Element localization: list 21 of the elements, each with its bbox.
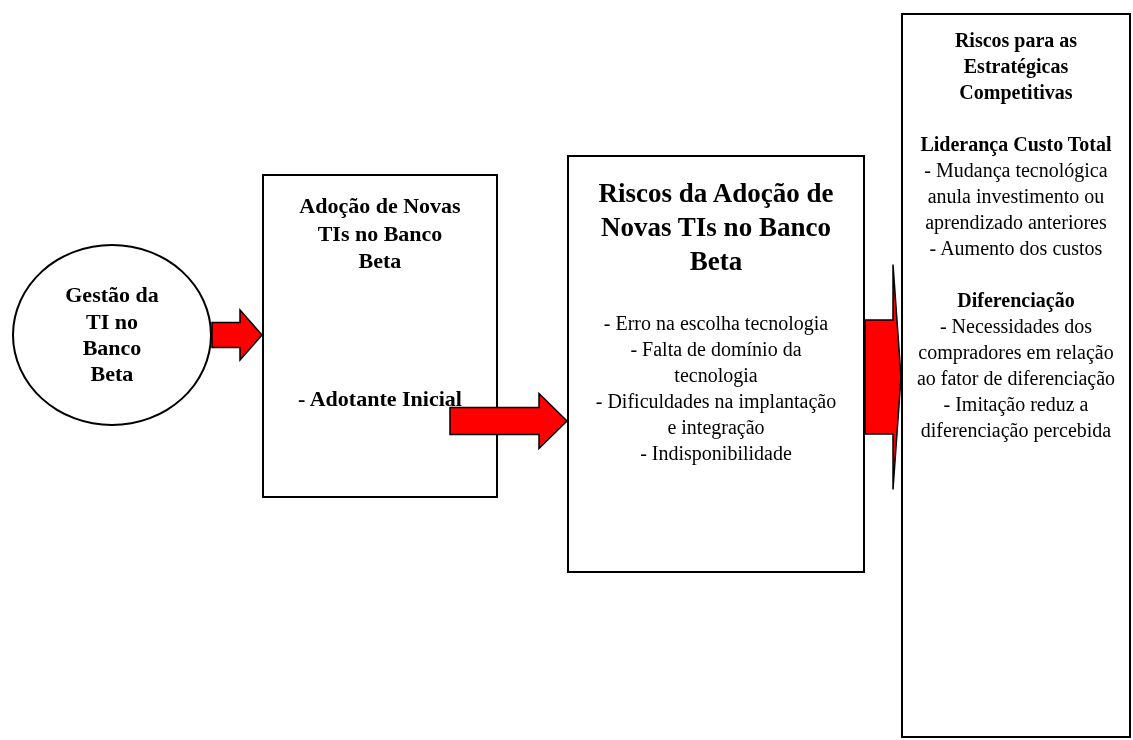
process-box	[901, 13, 1131, 738]
block-arrow	[449, 391, 569, 451]
node-heading: Gestão da TI no Banco Beta	[64, 282, 160, 388]
node-text: - Indisponibilidade	[640, 441, 792, 467]
block-arrow	[211, 308, 263, 362]
node-text: - Aumento dos custos	[929, 236, 1103, 261]
node-text: Liderança Custo Total	[920, 132, 1112, 157]
node-text: - Falta de domínio da tecnologia	[629, 337, 803, 389]
node-text: - Imitação reduz a diferenciação percebida	[919, 392, 1113, 443]
node-heading: Adoção de Novas TIs no Banco Beta	[298, 192, 462, 275]
node-text: - Adotante Inicial	[298, 384, 462, 412]
node-text: - Necessidades dos compradores em relação ao fator de diferenciação	[915, 314, 1117, 391]
block-arrow	[864, 263, 902, 491]
node-heading: Riscos da Adoção de Novas TIs no Banco Beta	[597, 177, 835, 278]
node-text: Diferenciação	[957, 288, 1075, 313]
process-box	[567, 155, 865, 573]
node-text: - Erro na escolha tecnologia	[603, 311, 829, 337]
process-box	[262, 174, 498, 498]
node-heading: Riscos para as Estratégicas Competitivas	[953, 28, 1079, 105]
node-text: - Mudança tecnológica anula investimento ou aprendizado anteriores	[923, 158, 1109, 235]
node-text: - Dificuldades na implantação e integração	[594, 389, 838, 441]
